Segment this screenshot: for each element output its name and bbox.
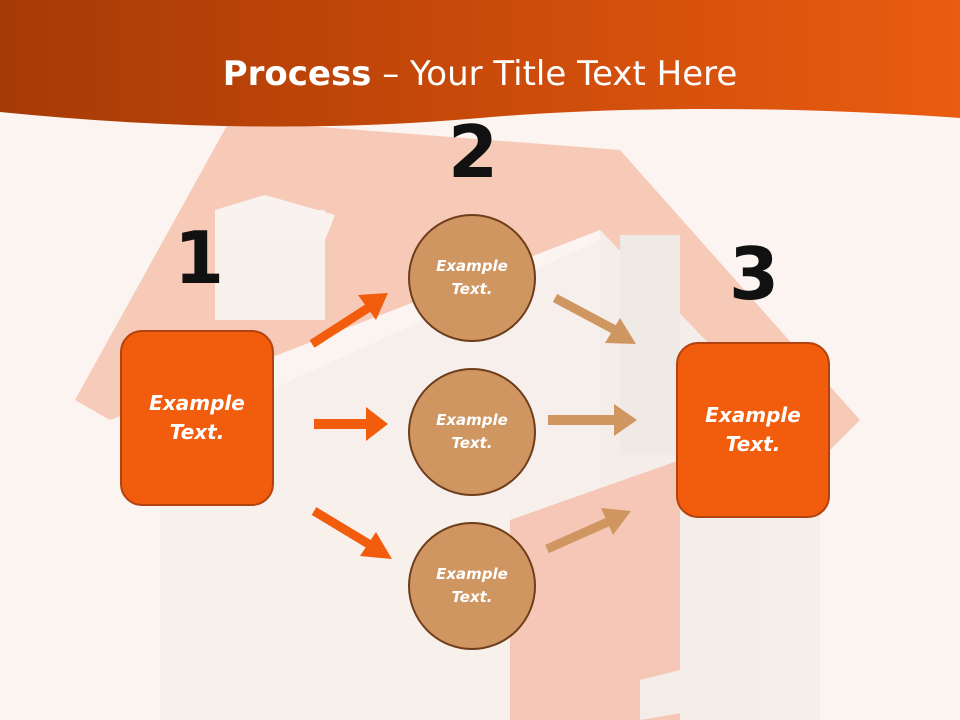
title-rest: – Your Title Text Here <box>371 54 738 94</box>
title-bold: Process <box>222 54 372 94</box>
step-2-text-3: Example Text. <box>436 565 508 606</box>
step-2-circle-top: Example Text. <box>408 214 536 342</box>
step-1-text: Example Text. <box>149 391 245 444</box>
step-3-text: Example Text. <box>705 403 801 456</box>
step-3-box: Example Text. <box>676 342 830 518</box>
slide-title: Process – Your Title Text Here <box>0 52 960 96</box>
step-2-text-2: Example Text. <box>436 411 508 452</box>
step-number-1: 1 <box>173 216 225 300</box>
step-number-2: 2 <box>447 110 499 194</box>
step-2-circle-bottom: Example Text. <box>408 522 536 650</box>
step-2-circle-middle: Example Text. <box>408 368 536 496</box>
step-number-3: 3 <box>728 232 780 316</box>
step-2-text-1: Example Text. <box>436 257 508 298</box>
step-1-box: Example Text. <box>120 330 274 506</box>
